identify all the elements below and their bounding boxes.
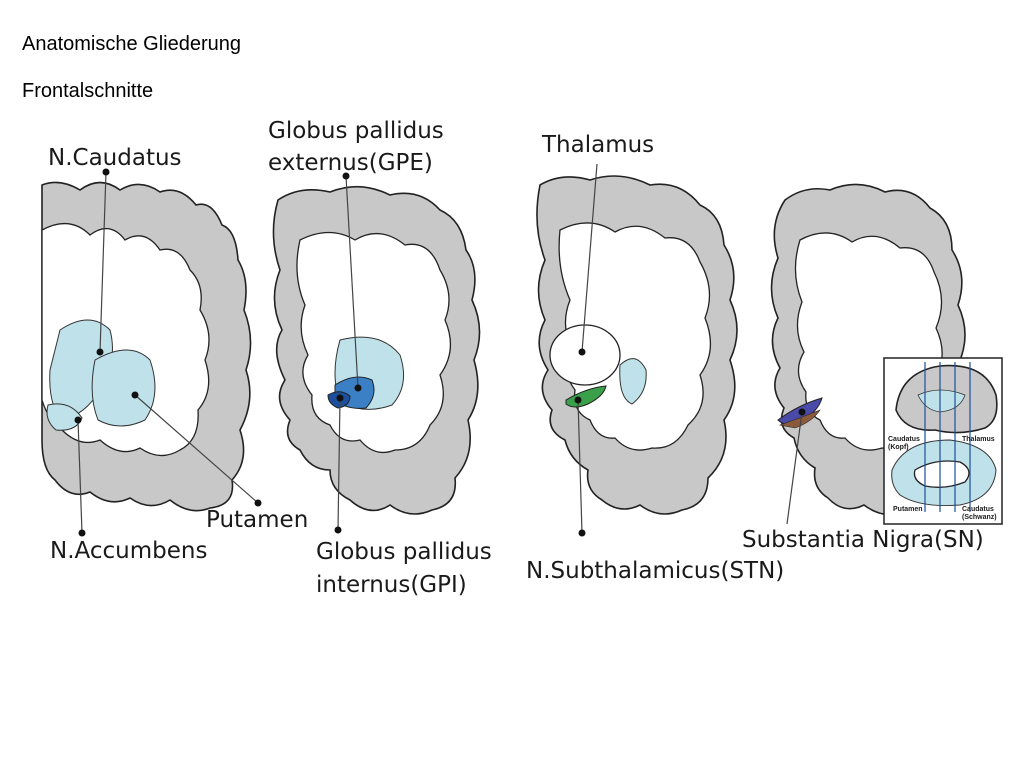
inset-label-schwanz: (Schwanz): [962, 514, 997, 521]
label-gpe-line1: Globus pallidus: [268, 118, 444, 144]
label-n-caudatus: N.Caudatus: [48, 145, 182, 171]
inset-label-putamen: Putamen: [893, 506, 923, 513]
section-1-brain: [41, 181, 252, 512]
label-substantia-nigra: Substantia Nigra(SN): [742, 527, 984, 553]
page-subtitle: Frontalschnitte: [22, 80, 154, 102]
label-gpe-line2: externus(GPE): [268, 150, 433, 176]
putamen-region-1: [91, 349, 156, 427]
section-3-brain: [536, 175, 738, 515]
label-n-accumbens: N.Accumbens: [50, 538, 207, 564]
page-title: Anatomische Gliederung: [22, 33, 242, 55]
accumbens-region-1: [46, 403, 83, 431]
sn-region-brown: [778, 409, 821, 429]
leader-lines: [74, 163, 806, 537]
inset-label-thalamus: Thalamus: [962, 436, 995, 443]
inset-label-kopf: (Kopf): [888, 444, 909, 451]
label-gpi-line1: Globus pallidus: [316, 539, 492, 565]
label-gpi-line2: internus(GPI): [316, 572, 467, 598]
label-thalamus: Thalamus: [541, 132, 654, 158]
inset-label-caudatus-kopf: Caudatus: [888, 436, 920, 443]
label-n-subthalamicus: N.Subthalamicus(STN): [526, 558, 784, 584]
inset-lateral-view: Caudatus (Kopf) Thalamus Putamen Caudatu…: [883, 357, 1003, 525]
section-2-brain: [272, 185, 481, 515]
label-putamen: Putamen: [206, 507, 308, 533]
putamen-region-3: [619, 358, 647, 405]
thalamus-region: [549, 324, 621, 386]
inset-label-caudatus-schwanz: Caudatus: [962, 506, 994, 513]
